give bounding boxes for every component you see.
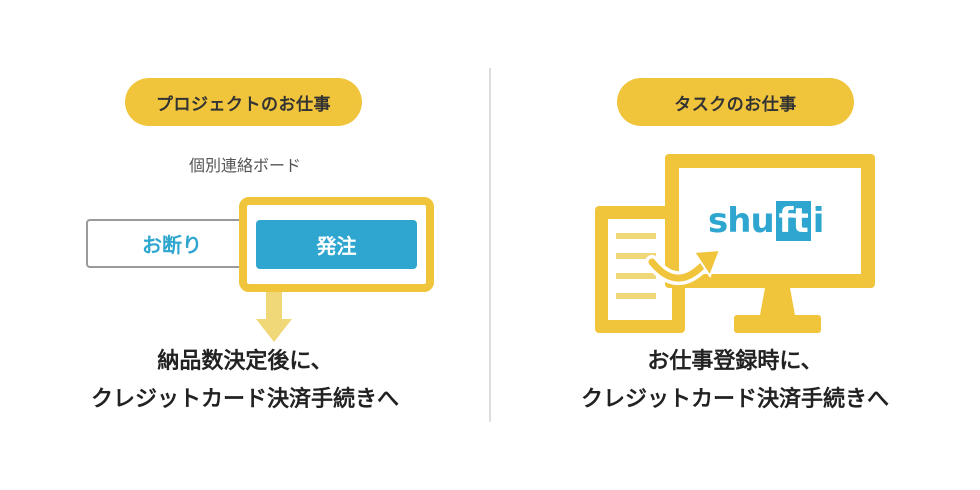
arrow-right-icon bbox=[645, 248, 722, 286]
decline-button[interactable]: お断り bbox=[86, 219, 258, 268]
shufti-logo: shu ft i bbox=[708, 198, 825, 244]
right-caption-line1: お仕事登録時に、 bbox=[647, 349, 823, 374]
left-caption-line2: クレジットカード決済手続きへ bbox=[90, 387, 399, 412]
right-caption-line2: クレジットカード決済手続きへ bbox=[580, 387, 889, 412]
logo-part-1: shu bbox=[708, 201, 775, 241]
document-icon bbox=[595, 206, 685, 333]
project-work-badge: プロジェクトのお仕事 bbox=[125, 78, 362, 126]
task-work-badge: タスクのお仕事 bbox=[617, 78, 854, 126]
left-caption-line1: 納品数決定後に、 bbox=[157, 349, 333, 374]
order-button[interactable]: 発注 bbox=[256, 220, 417, 269]
right-caption: お仕事登録時に、 クレジットカード決済手続きへ bbox=[550, 343, 920, 419]
left-caption: 納品数決定後に、 クレジットカード決済手続きへ bbox=[60, 343, 430, 419]
arrow-down-icon bbox=[256, 292, 292, 342]
board-label: 個別連絡ボード bbox=[188, 156, 301, 175]
panel-divider bbox=[489, 68, 491, 422]
logo-part-3: i bbox=[812, 201, 825, 241]
logo-part-2: ft bbox=[775, 201, 811, 241]
